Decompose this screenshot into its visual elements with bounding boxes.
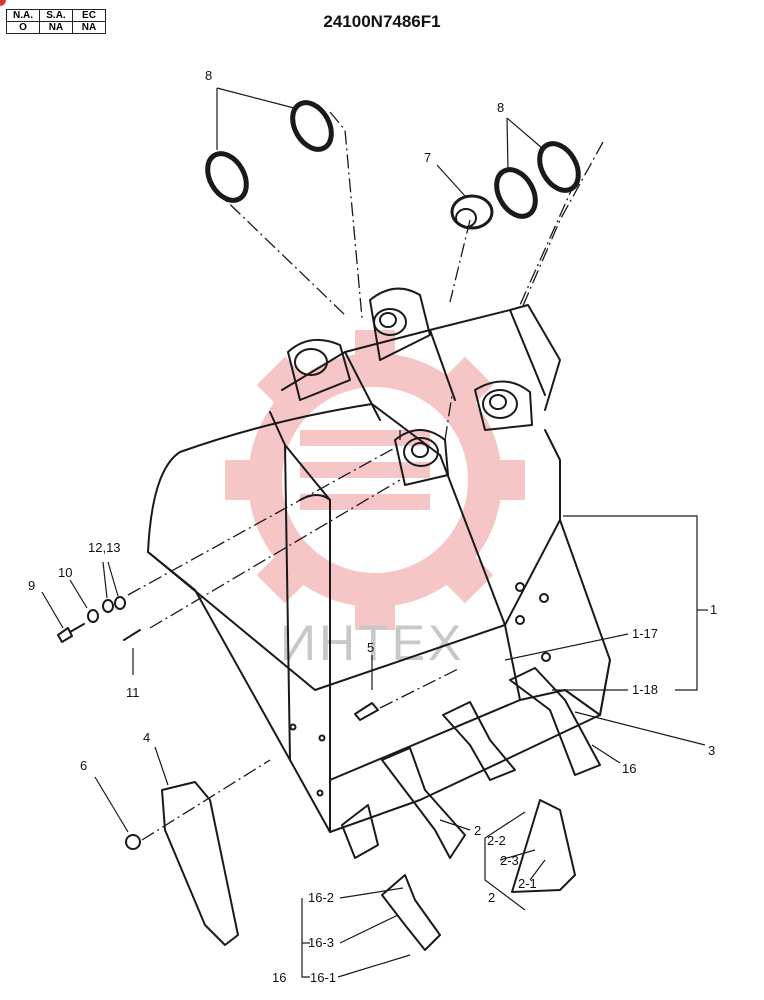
callout-8: 8	[497, 100, 504, 115]
bushing-icon	[450, 194, 494, 230]
o-ring-seal-icon	[205, 100, 581, 219]
callout-6: 6	[80, 758, 87, 773]
callout-16-3: 16-3	[308, 935, 334, 950]
callout-8: 8	[205, 68, 212, 83]
callout-10: 10	[58, 565, 72, 580]
region-value-ec: NA	[72, 21, 106, 34]
watermark-gear-icon	[225, 330, 525, 630]
bucket-tooth-icon	[341, 667, 601, 951]
callout-1-18: 1-18	[632, 682, 658, 697]
region-value-na: O	[6, 21, 40, 34]
callout-16-1: 16-1	[310, 970, 336, 985]
callout-12-13: 12,13	[88, 540, 121, 555]
callout-9: 9	[28, 578, 35, 593]
callout-3: 3	[708, 743, 715, 758]
callout-16: 16	[272, 970, 286, 985]
region-availability-table: N.A. S.A. EC O NA NA	[6, 9, 106, 34]
corner-marker-icon	[0, 0, 6, 6]
callout-2: 2	[474, 823, 481, 838]
bucket-body-icon	[147, 287, 611, 833]
diagram-title: 24100N7486F1	[323, 12, 441, 31]
callout-16: 16	[622, 761, 636, 776]
callout-11: 11	[126, 685, 140, 700]
callout-5: 5	[367, 640, 374, 655]
callout-2-1: 2-1	[518, 876, 537, 891]
callout-1-17: 1-17	[632, 626, 658, 641]
watermark-text: ИНТЕХ	[280, 615, 464, 671]
callout-2-2: 2-2	[487, 833, 506, 848]
callout-7: 7	[424, 150, 431, 165]
callout-2-3: 2-3	[500, 853, 519, 868]
callout-2: 2	[488, 890, 495, 905]
side-cutter-icon	[161, 781, 239, 946]
callout-4: 4	[143, 730, 150, 745]
callout-16-2: 16-2	[308, 890, 334, 905]
callout-1: 1	[710, 602, 717, 617]
bolt-icon	[57, 596, 379, 850]
